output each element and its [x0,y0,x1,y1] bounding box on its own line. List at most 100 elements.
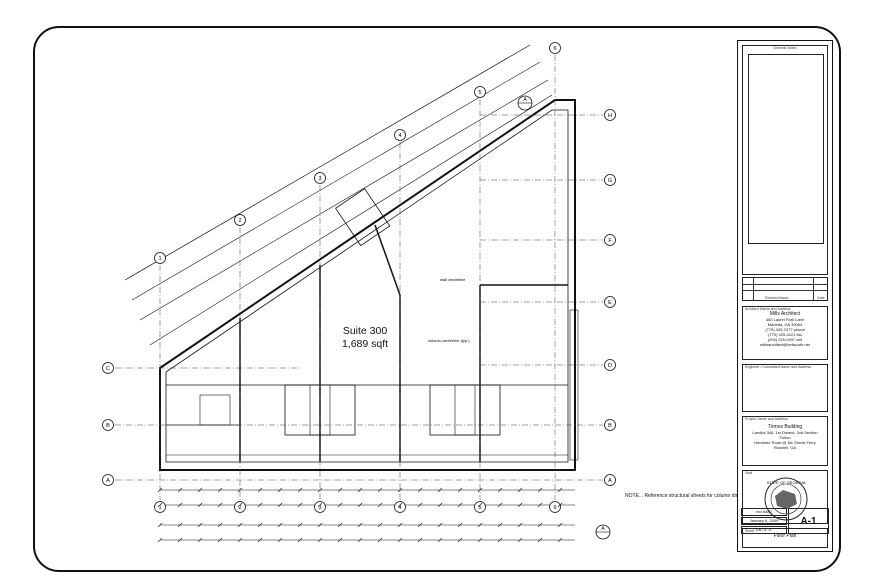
dimension-tick [317,487,323,493]
dimension-tick [357,522,363,528]
revision-table: Revision/Issue Date [742,277,828,301]
architect-header: Architect Name and Address [745,307,791,311]
dimension-tick [217,487,223,493]
project-box: Project Name and Address Tirmos Building… [742,416,828,466]
grid-bubble-D: D [604,359,616,371]
grid-bubble-5: 5 [474,501,486,513]
dimension-tick [337,537,343,543]
dimension-tick [437,502,443,508]
dimension-tick [237,502,243,508]
svg-text:4: 4 [398,133,401,139]
grid-lines [115,55,603,500]
dimension-tick [177,537,183,543]
dimension-tick [557,502,563,508]
notes-area [748,54,824,244]
dimension-tick [357,502,363,508]
svg-text:G: G [608,178,612,184]
dimension-tick [457,537,463,543]
dimension-tick [537,502,543,508]
dimension-tick [277,502,283,508]
grid-bubble-3: 3 [314,501,326,513]
svg-text:STATE OF GEORGIA: STATE OF GEORGIA [767,480,806,485]
sheet-label: Sheet [745,529,755,533]
grid-bubble-3: 3 [314,172,326,184]
svg-text:3: 3 [318,505,321,511]
dimension-tick [257,487,263,493]
dimension-tick [217,537,223,543]
building-walls [124,44,579,541]
svg-text:4: 4 [398,505,401,511]
dimension-tick [517,502,523,508]
grid-bubble-6: 6 [549,501,561,513]
architect-box: Architect Name and Address Mills Archite… [742,306,828,360]
structural-note: NOTE... Reference structural sheets for … [625,493,763,499]
dimension-tick [157,502,163,508]
grid-bubble-2: 2 [234,501,246,513]
project-line: Fulton [779,435,791,440]
dimension-tick [277,487,283,493]
svg-text:A: A [523,97,527,103]
dimension-tick [557,537,563,543]
dimension-tick [257,502,263,508]
dimension-tick [337,487,343,493]
dimension-tick [537,537,543,543]
dimension-tick [197,537,203,543]
dimension-tick [157,522,163,528]
architect-line: millsarchitect@bellsouth.net [760,342,810,347]
svg-text:B: B [106,423,110,429]
dimension-tick [297,502,303,508]
dimension-tick [337,522,343,528]
dimension-tick [477,522,483,528]
consultant-box: Engineer / Consultant Name and Address [742,364,828,412]
grid-bubble-1: 1 [154,252,166,264]
project-name: Tirmos Building [767,424,803,430]
svg-text:5: 5 [478,90,481,96]
suite-name: Suite 300 [342,325,388,337]
dimension-tick [517,537,523,543]
dimension-tick [237,487,243,493]
sheet-number: A-1 [788,508,829,534]
dimension-tick [417,487,423,493]
grid-bubble-5: 5 [474,86,486,98]
dimension-tick [417,537,423,543]
grid-bubble-B: B [604,419,616,431]
grid-bubble-H: H [604,109,616,121]
sheet-title: Floor Plan [773,533,797,539]
dimension-tick [397,522,403,528]
dimension-tick [517,522,523,528]
dimension-tick [257,537,263,543]
dimension-tick [157,487,163,493]
dimension-tick [397,502,403,508]
suite-label: Suite 300 1,689 sqft [325,325,405,351]
architect-name: Mills Architect [769,311,801,317]
grid-bubble-A: A [102,474,114,486]
seal-box: Seal STATE OF GEORGIA [742,470,828,524]
svg-text:2: 2 [238,218,241,224]
dimension-tick [437,537,443,543]
dimension-tick [177,487,183,493]
dimension-tick [497,522,503,528]
architect-line: (404) 229-0947 cell [767,337,803,342]
dimension-tick [557,522,563,528]
dimension-tick [217,522,223,528]
general-notes-label: General Notes [773,46,797,50]
project-line: Roswell, GA [773,445,796,450]
svg-text:B: B [608,423,612,429]
svg-text:A: A [601,526,605,532]
dimension-tick [317,522,323,528]
date-label: Date [817,296,825,300]
dimension-tick [177,502,183,508]
dimension-tick [197,487,203,493]
dimension-tick [237,522,243,528]
dimension-tick [297,522,303,528]
dimension-tick [437,487,443,493]
dimension-tick [317,502,323,508]
svg-text:A: A [106,478,110,484]
seal-header: Seal [745,471,753,475]
project-number: mo #482 [741,508,787,516]
architect-line: (770) 425-4221 fax [768,332,802,337]
grid-bubble-B: B [102,419,114,431]
grid-bubble-A: A [604,474,616,486]
grid-bubble-C: C [102,362,114,374]
